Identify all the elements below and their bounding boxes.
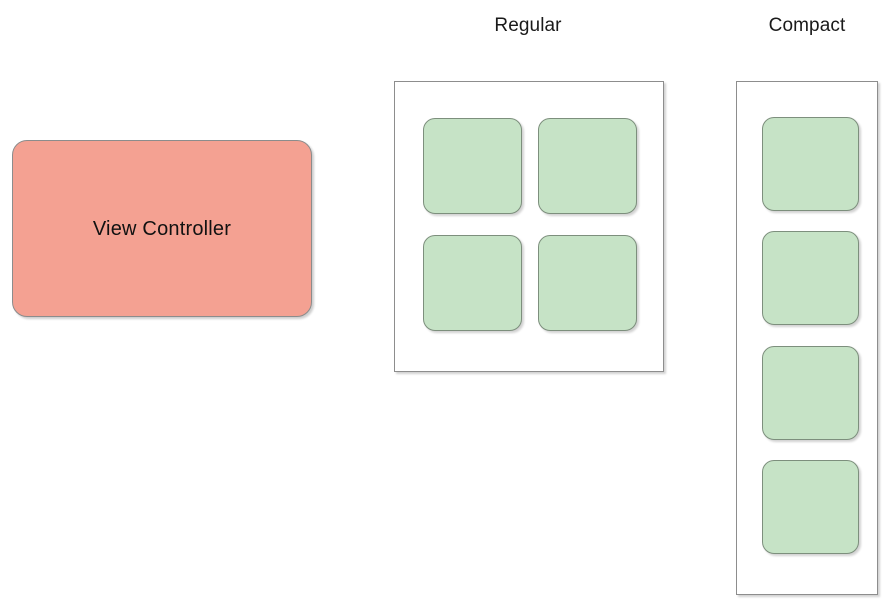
column-label-compact: Compact [768, 15, 846, 36]
cell-compact-2[interactable] [762, 231, 859, 325]
view-controller-node[interactable]: View Controller [12, 140, 312, 317]
cell-compact-1[interactable] [762, 117, 859, 211]
column-label-regular: Regular [494, 15, 562, 36]
cell-compact-3[interactable] [762, 346, 859, 440]
container-compact[interactable] [736, 81, 878, 595]
cell-compact-4[interactable] [762, 460, 859, 554]
cell-regular-3[interactable] [423, 235, 522, 331]
view-controller-label: View Controller [92, 217, 232, 240]
cell-regular-1[interactable] [423, 118, 522, 214]
container-regular[interactable] [394, 81, 664, 372]
cell-regular-2[interactable] [538, 118, 637, 214]
cell-regular-4[interactable] [538, 235, 637, 331]
